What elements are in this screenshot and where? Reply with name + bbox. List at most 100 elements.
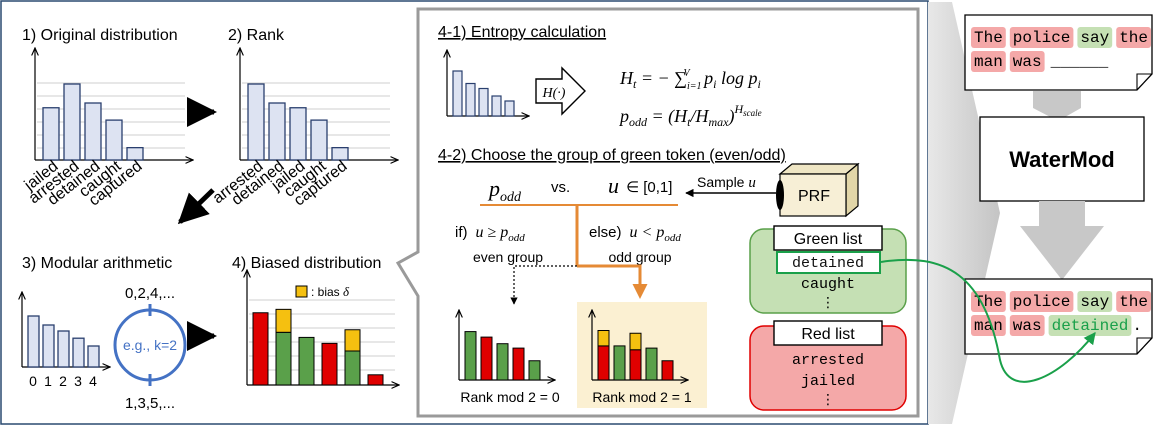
- panel1-bar: [84, 102, 102, 161]
- sentence-bottom-new-token: detained: [1052, 317, 1129, 335]
- sentence-bottom-token: was: [1013, 317, 1042, 335]
- prf-box: [776, 162, 860, 218]
- panel3-tick-label: 1: [44, 373, 52, 389]
- panel3-tick-label: 3: [74, 373, 82, 389]
- green-list-more: ⋮: [821, 294, 835, 310]
- arrow-2-to-3: [177, 188, 215, 225]
- sentence-bottom-token: say: [1080, 293, 1109, 311]
- p-odd-letter: p: [487, 176, 500, 201]
- sentence-top-token: police: [1013, 29, 1071, 47]
- panel3-bar: [42, 324, 55, 368]
- odd-bar-green: [645, 347, 658, 381]
- sentence-bottom-token-bg-red: [971, 315, 1006, 336]
- u-symbol: u: [608, 173, 619, 198]
- panel4-bar-red: [252, 312, 269, 386]
- panel3-tick-label: 4: [89, 373, 97, 389]
- panel4-title: 4) Biased distribution: [232, 255, 381, 272]
- panel2-bar: [247, 83, 265, 161]
- red-list-title: Red list: [801, 326, 855, 343]
- sentence-top-token: say: [1080, 29, 1109, 47]
- panel4-bar-red: [321, 342, 338, 386]
- circle-bottom-label: 1,3,5,...: [125, 395, 175, 412]
- odd-bias-segment: [629, 332, 642, 351]
- sentence-top-token-bg-red: [971, 27, 1006, 48]
- sentence-top-blank: ______: [1050, 53, 1109, 71]
- panel4-bar-green: [275, 331, 292, 386]
- sentence-top-token-bg-green: [1077, 27, 1113, 48]
- big-grey-arrow: [928, 2, 1000, 424]
- odd-bar-red: [661, 360, 674, 381]
- entropy-mini-bar: [452, 70, 463, 117]
- sentence-top-token-bg-red: [1116, 27, 1151, 48]
- green-list-title: Green list: [794, 231, 863, 248]
- else-label: else): [589, 224, 622, 241]
- odd-route-arrow: [577, 264, 648, 299]
- sentence-bottom-token-bg-red: [1009, 315, 1045, 336]
- grey-arrow-down-1: [1033, 91, 1081, 121]
- even-bar-green: [464, 331, 477, 381]
- even-bar-red: [512, 347, 525, 381]
- panel2-bar: [289, 107, 307, 161]
- green-token-connector: [880, 258, 1096, 383]
- odd-group-chart: [592, 310, 688, 380]
- green-list-item-2: caught: [801, 276, 855, 293]
- panel4-bias-segment: [344, 329, 361, 352]
- panel3-bar: [27, 315, 40, 368]
- sentence-bottom-period: .: [1132, 317, 1142, 335]
- entropy-function-label: H(·): [542, 86, 566, 101]
- sentence-bottom-token-bg-red: [1116, 291, 1151, 312]
- sentence-bottom-token-bg-red: [971, 291, 1006, 312]
- sentence-bottom-token-bg-red: [1009, 291, 1074, 312]
- panel4-bias-segment: [275, 308, 292, 333]
- panel4-chart: [247, 270, 399, 385]
- sample-u: u: [748, 175, 756, 191]
- entropy-mini-bar: [478, 87, 489, 117]
- circle-label: e.g., k=2: [123, 337, 177, 353]
- panel3-title: 3) Modular arithmetic: [22, 255, 172, 272]
- sentence-bottom-token-bg-green: [1077, 291, 1113, 312]
- sentence-top-token-bg-red: [1009, 51, 1045, 72]
- panel2-bar: [331, 146, 349, 161]
- panel2-title: 2) Rank: [228, 27, 285, 44]
- if-sub: odd: [508, 232, 525, 244]
- green-list-title-box: [773, 225, 883, 251]
- panel3-bar: [57, 330, 70, 368]
- red-list-item-1: arrested: [792, 352, 864, 369]
- odd-bar-green: [613, 345, 626, 381]
- sentence-top-token-bg-red: [1009, 27, 1074, 48]
- sentence-top-token: man: [974, 53, 1003, 71]
- entropy-title: 4-1) Entropy calculation: [438, 24, 606, 41]
- sentence-bottom-new-token-bg: [1048, 315, 1132, 336]
- panel3-tick-label: 0: [29, 373, 37, 389]
- u-range: ∈ [0,1]: [626, 179, 672, 196]
- bias-legend: : bias δ: [311, 284, 350, 299]
- p-odd-symbol: podd: [487, 176, 522, 205]
- odd-group-label: odd group: [608, 249, 671, 265]
- zoom-panel: [395, 7, 920, 418]
- panel2-bar: [268, 102, 286, 161]
- panel3-bar: [72, 337, 85, 368]
- sample-label: Sample u: [697, 174, 756, 191]
- red-list-item-2: jailed: [801, 373, 855, 390]
- bias-legend-swatch: [295, 285, 308, 298]
- entropy-mini-chart: [447, 50, 529, 116]
- even-bar-green: [528, 360, 541, 381]
- even-group-chart: [459, 310, 555, 380]
- even-bar-green: [496, 343, 509, 381]
- panel3-bar: [87, 345, 100, 368]
- entropy-function-arrow: [535, 66, 586, 116]
- panel4-bar-green: [344, 350, 361, 386]
- panel4-bar-red: [367, 374, 384, 386]
- odd-bar-red: [597, 345, 610, 381]
- green-list-item-1: detained: [792, 255, 864, 272]
- bias-legend-symbol: δ: [343, 284, 350, 299]
- circle-top-label: 0,2,4,...: [125, 285, 175, 302]
- even-group-label: even group: [473, 249, 543, 265]
- choose-title: 4-2) Choose the group of green token (ev…: [438, 147, 786, 164]
- sentence-bottom-token: the: [1119, 293, 1148, 311]
- panel3-tick-label: 2: [59, 373, 67, 389]
- panel1-bar: [63, 83, 81, 161]
- rank-odd-label: Rank mod 2 = 1: [592, 389, 691, 405]
- prf-label: PRF: [798, 188, 830, 205]
